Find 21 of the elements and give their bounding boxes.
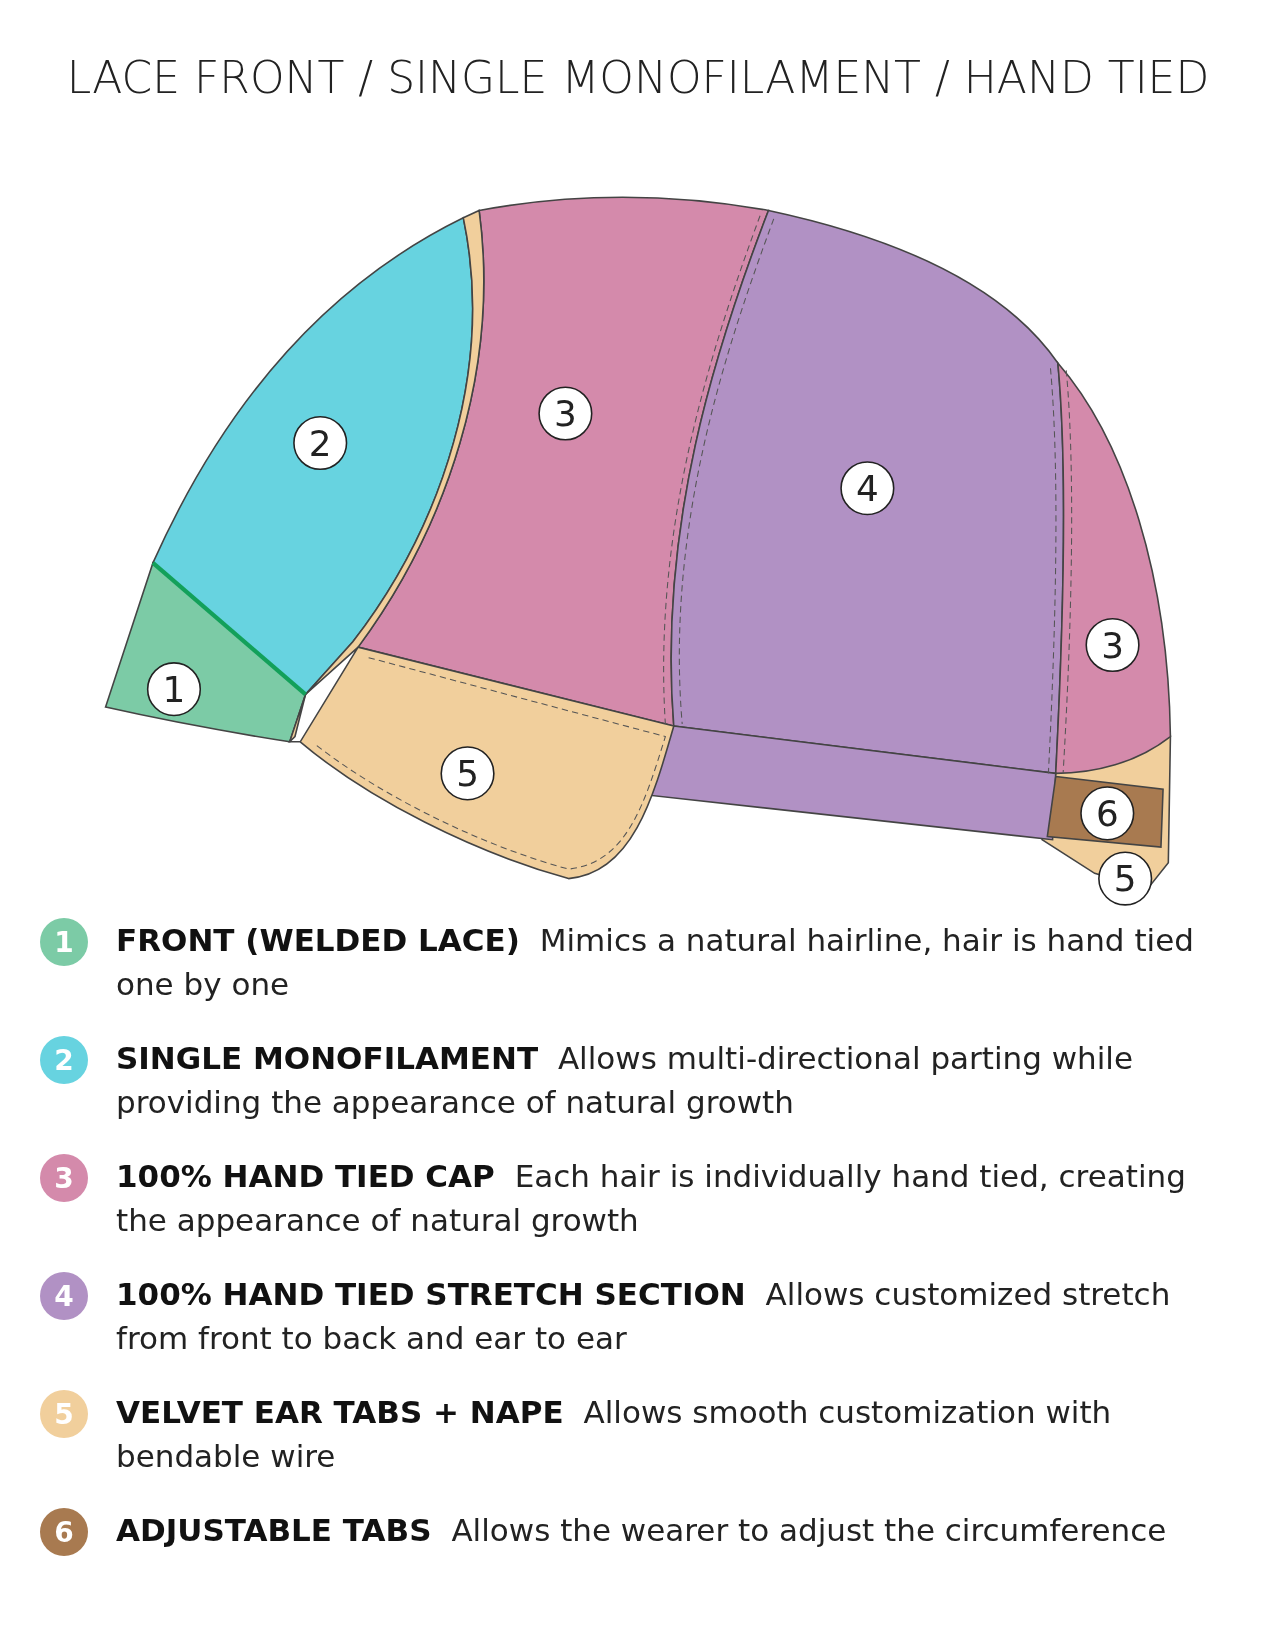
callout-number: 4 xyxy=(840,461,895,516)
callout-number: 2 xyxy=(293,415,348,471)
legend-text: SINGLE MONOFILAMENT Allows multi-directional parting while providing the appearance of natural growth xyxy=(116,1039,1135,1122)
legend-text: 100% HAND TIED CAP Each hair is individually hand tied, creating the appearance of natural growth xyxy=(116,1157,1187,1240)
callout-number: 5 xyxy=(440,746,495,801)
callout-number: 6 xyxy=(1080,786,1135,841)
legend-text: ADJUSTABLE TABS Allows the wearer to adjust the circumference xyxy=(116,1511,1168,1550)
callout-number: 3 xyxy=(538,386,593,441)
legend-text: 100% HAND TIED STRETCH SECTION Allows customized stretch from front to back and ear to ear xyxy=(116,1275,1172,1358)
callout-number: 1 xyxy=(146,662,202,717)
legend-text: FRONT (WELDED LACE) Mimics a natural hairline, hair is hand tied one by one xyxy=(116,921,1195,1004)
diagram-title: LACE FRONT / SINGLE MONOFILAMENT / HAND TIED xyxy=(65,52,1211,103)
legend-swatch: 5 xyxy=(40,1390,88,1438)
legend-text: VELVET EAR TABS + NAPE Allows smooth customization with bendable wire xyxy=(116,1393,1113,1476)
callout-number: 3 xyxy=(1085,617,1140,673)
callout-number: 5 xyxy=(1098,851,1153,906)
legend-swatch: 2 xyxy=(40,1036,88,1084)
legend-swatch: 3 xyxy=(40,1154,88,1202)
legend-swatch: 6 xyxy=(40,1508,88,1556)
legend-swatch: 1 xyxy=(40,918,88,966)
legend-swatch: 4 xyxy=(40,1272,88,1320)
